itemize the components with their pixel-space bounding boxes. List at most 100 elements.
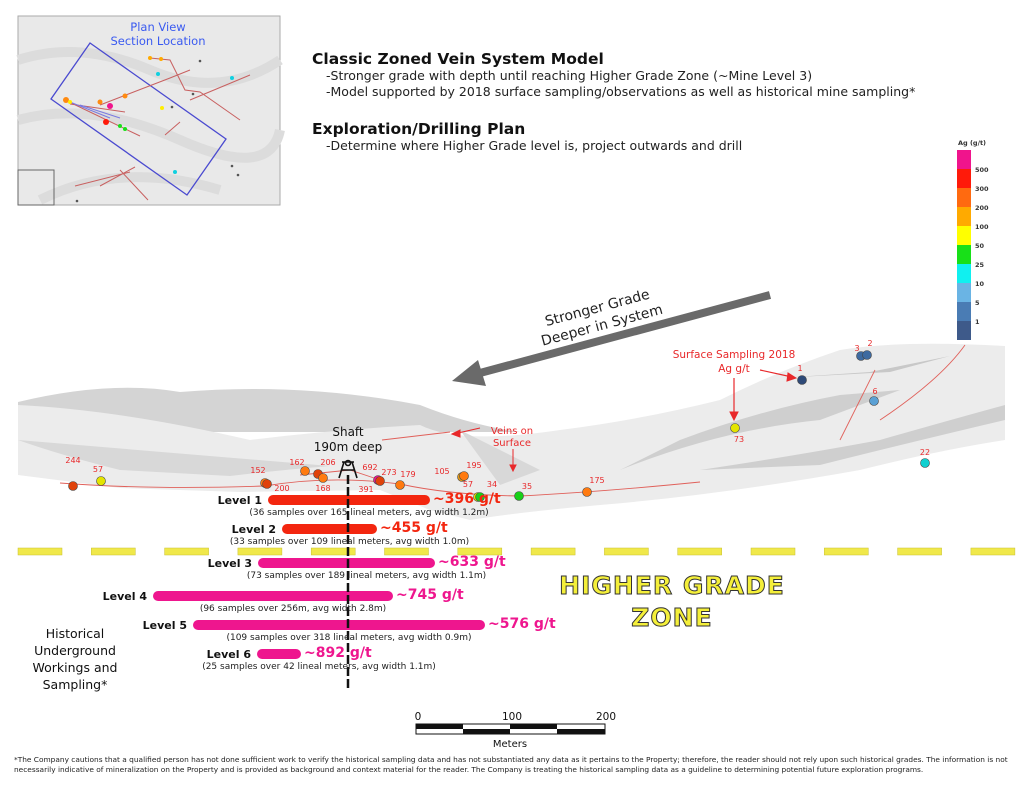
level-grade: ~633 g/t (438, 554, 506, 570)
sample-point (262, 479, 272, 489)
legend-swatch (957, 169, 971, 188)
shaft-label: Shaft (332, 425, 364, 439)
sample-value: 105 (434, 467, 449, 476)
sample-value: 2 (867, 339, 872, 348)
shaft (338, 459, 358, 690)
sample-value: 22 (920, 448, 930, 457)
sample-value: 57 (463, 480, 473, 489)
level-bar-6 (257, 649, 301, 659)
level-detail: (36 samples over 165 lineal meters, avg … (249, 508, 489, 518)
model-bullet-2: -Model supported by 2018 surface samplin… (326, 84, 916, 99)
legend-label: 50 (975, 242, 985, 250)
inset-title-1: Plan View (130, 20, 185, 34)
level-grade: ~455 g/t (380, 520, 448, 536)
legend-swatch (957, 264, 971, 283)
sample-value: 168 (315, 484, 330, 493)
sample-value: 3 (854, 344, 859, 353)
sample-value: 195 (466, 461, 481, 470)
level-grade: ~892 g/t (304, 645, 372, 661)
sample-point (96, 476, 106, 486)
legend-label: 10 (975, 280, 985, 288)
level-bar-3 (258, 558, 435, 568)
sample-value: 206 (320, 458, 335, 467)
surface-sampling-label: Surface Sampling 2018 (673, 349, 796, 361)
annotation-arrows (450, 369, 798, 473)
plan-view-inset (16, 15, 285, 206)
legend-label: 5 (975, 299, 980, 307)
boundary-dash (677, 547, 722, 556)
level-bars (153, 495, 485, 659)
boundary-dash (530, 547, 576, 556)
level-label: Level 3 (207, 557, 252, 570)
boundary-dash (17, 547, 63, 556)
sample-value: 73 (734, 435, 744, 444)
boundary-dash (604, 547, 649, 556)
veins-label-1: Veins on (491, 426, 533, 437)
legend-swatch (957, 321, 971, 340)
legend-swatch (957, 302, 971, 321)
legend-label: 100 (975, 223, 989, 231)
sample-value: 175 (589, 476, 604, 485)
level-label: Level 2 (231, 523, 276, 536)
level-grade: ~745 g/t (396, 587, 464, 603)
sample-value: 57 (93, 465, 103, 474)
boundary-dash (384, 547, 429, 556)
higher-grade-boundary-line (17, 547, 1016, 556)
headframe-icon (338, 459, 358, 479)
boundary-dash (970, 547, 1016, 556)
sample-point (582, 487, 592, 497)
veins-label-2: Surface (493, 438, 531, 449)
scale-tick-100: 100 (502, 711, 522, 723)
scale-unit: Meters (493, 739, 527, 750)
legend-title: Ag (g/t) (958, 139, 987, 147)
level-bar-4 (153, 591, 393, 601)
historical-line3: Workings and (32, 660, 118, 675)
legend-label: 1 (975, 318, 980, 326)
sample-point (395, 480, 405, 490)
model-bullet-1: -Stronger grade with depth until reachin… (326, 68, 813, 83)
sample-point (862, 350, 872, 360)
sample-value: 200 (274, 484, 289, 493)
level-detail: (25 samples over 42 lineal meters, avg w… (202, 662, 436, 672)
legend-swatch (957, 283, 971, 302)
higher-grade-zone-label: HIGHER GRADE ZONE (559, 571, 785, 633)
level-detail: (96 samples over 256m, avg width 2.8m) (199, 604, 387, 614)
surface-sampling-unit: Ag g/t (718, 363, 750, 375)
scale-tick-0: 0 (415, 711, 422, 723)
sample-point (869, 396, 879, 406)
boundary-dash (91, 547, 136, 556)
sample-value: 391 (358, 485, 373, 494)
sample-point (375, 476, 385, 486)
level-grade: ~576 g/t (488, 616, 556, 632)
sample-value: 34 (487, 480, 497, 489)
shaft-depth: 190m deep (314, 440, 382, 454)
historical-line2: Underground (34, 643, 116, 658)
legend-label: 200 (975, 204, 989, 212)
sample-point (514, 491, 524, 501)
legend-label: 25 (975, 261, 985, 269)
sample-value: 162 (289, 458, 304, 467)
level-detail: (33 samples over 109 lineal meters, avg … (229, 537, 470, 547)
historical-workings-label: Historical Underground Workings and Samp… (20, 625, 130, 693)
zone-line1: HIGHER GRADE (559, 571, 785, 600)
level-detail: (109 samples over 318 lineal meters, avg… (226, 633, 472, 643)
boundary-dash (310, 547, 356, 556)
boundary-dash (164, 547, 209, 556)
historical-line4: Sampling* (42, 677, 108, 692)
sample-point (797, 375, 807, 385)
historical-line1: Historical (45, 626, 105, 641)
scale-tick-200: 200 (596, 711, 616, 723)
boundary-dash (824, 547, 869, 556)
sample-value: 1 (797, 364, 802, 373)
sample-value: 273 (381, 468, 396, 477)
sample-value: 6 (872, 387, 877, 396)
level-label: Level 6 (206, 648, 251, 661)
boundary-dash (897, 547, 942, 556)
legend-swatch (957, 226, 971, 245)
terrain-surface (18, 343, 1005, 520)
level-bar-2 (282, 524, 377, 534)
sample-value: 179 (400, 470, 415, 479)
sample-value: 152 (250, 466, 265, 475)
